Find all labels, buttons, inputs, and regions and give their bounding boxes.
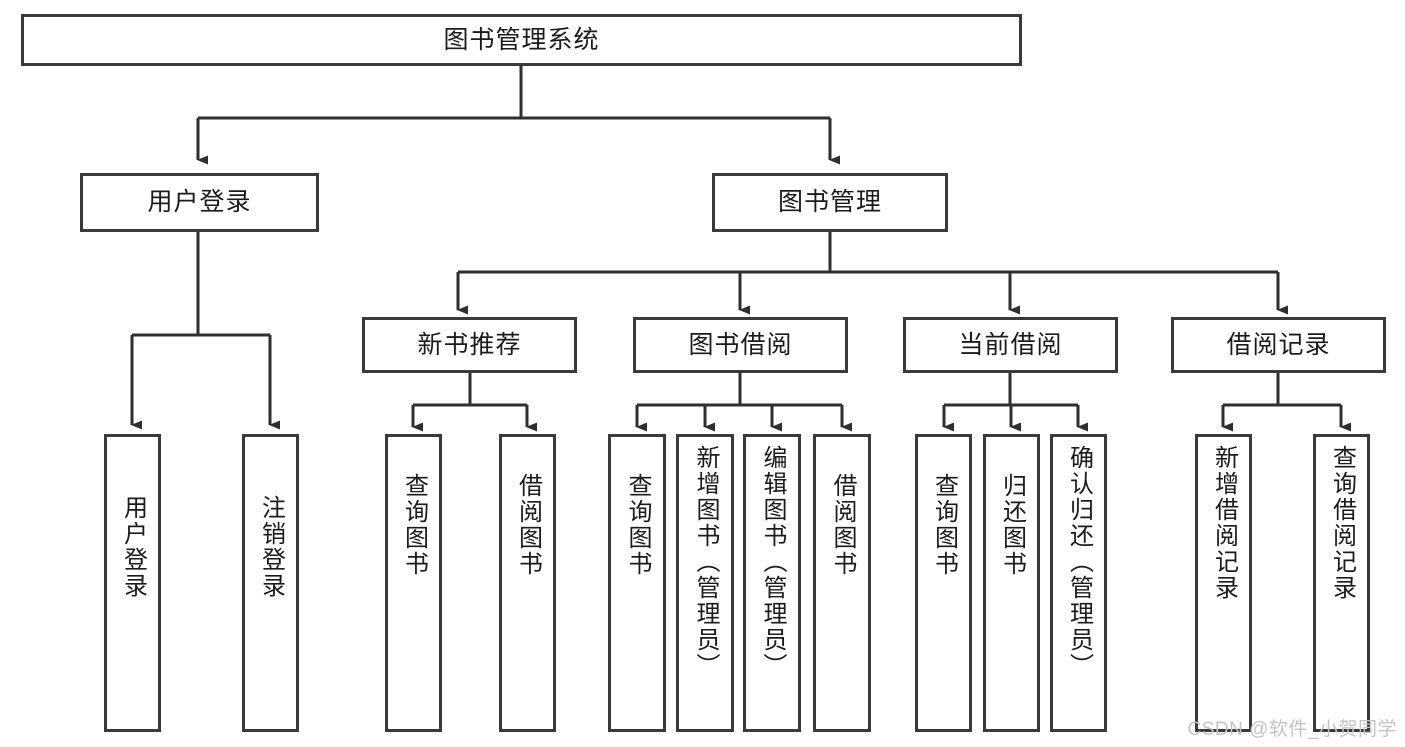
node-book-management[interactable]: 图书管理 bbox=[712, 173, 948, 232]
leaf-borrow-edit-book-admin[interactable]: 编辑图书（管理员） bbox=[743, 434, 801, 732]
node-current-borrow[interactable]: 当前借阅 bbox=[903, 317, 1118, 373]
node-label: 图书管理系统 bbox=[443, 25, 600, 54]
node-new-book-recommend[interactable]: 新书推荐 bbox=[362, 317, 577, 373]
leaf-records-query-record[interactable]: 查询借阅记录 bbox=[1313, 434, 1370, 732]
leaf-new-book-borrow-book[interactable]: 借阅图书 bbox=[499, 434, 556, 732]
node-label: 图书借阅 bbox=[688, 330, 793, 359]
leaf-current-confirm-return-admin[interactable]: 确认归还（管理员） bbox=[1050, 434, 1107, 732]
node-label: 编辑图书（管理员） bbox=[758, 445, 786, 679]
node-root-book-management-system[interactable]: 图书管理系统 bbox=[21, 14, 1022, 66]
node-label: 用户登录 bbox=[147, 188, 252, 216]
node-label: 新增借阅记录 bbox=[1210, 445, 1238, 601]
node-borrow-records[interactable]: 借阅记录 bbox=[1171, 317, 1386, 373]
node-label: 查询图书 bbox=[930, 473, 958, 577]
node-label: 新增图书（管理员） bbox=[691, 445, 719, 679]
leaf-borrow-query-book[interactable]: 查询图书 bbox=[608, 434, 666, 732]
leaf-records-add-record[interactable]: 新增借阅记录 bbox=[1195, 434, 1252, 732]
node-user-login[interactable]: 用户登录 bbox=[80, 173, 319, 232]
node-label: 新书推荐 bbox=[417, 330, 522, 359]
leaf-borrow-borrow-book[interactable]: 借阅图书 bbox=[813, 434, 871, 732]
leaf-user-login-logout[interactable]: 注销登录 bbox=[242, 434, 299, 732]
node-label: 借阅记录 bbox=[1226, 330, 1331, 359]
node-label: 查询借阅记录 bbox=[1328, 445, 1356, 601]
node-label: 查询图书 bbox=[400, 473, 428, 577]
node-label: 注销登录 bbox=[257, 495, 285, 599]
node-label: 查询图书 bbox=[623, 473, 651, 577]
leaf-user-login-login[interactable]: 用户登录 bbox=[104, 434, 161, 732]
leaf-borrow-add-book-admin[interactable]: 新增图书（管理员） bbox=[676, 434, 734, 732]
node-book-borrow[interactable]: 图书借阅 bbox=[633, 317, 848, 373]
csdn-watermark: CSDN @软件_小贺同学 bbox=[1187, 719, 1397, 740]
node-label: 归还图书 bbox=[998, 473, 1026, 577]
node-label: 借阅图书 bbox=[514, 473, 542, 577]
leaf-current-return-book[interactable]: 归还图书 bbox=[983, 434, 1040, 732]
node-label: 当前借阅 bbox=[958, 330, 1063, 359]
leaf-current-query-book[interactable]: 查询图书 bbox=[915, 434, 972, 732]
node-label: 图书管理 bbox=[777, 188, 882, 216]
node-label: 用户登录 bbox=[119, 495, 147, 599]
node-label: 借阅图书 bbox=[828, 473, 856, 577]
node-label: 确认归还（管理员） bbox=[1065, 445, 1093, 679]
leaf-new-book-query-book[interactable]: 查询图书 bbox=[385, 434, 442, 732]
